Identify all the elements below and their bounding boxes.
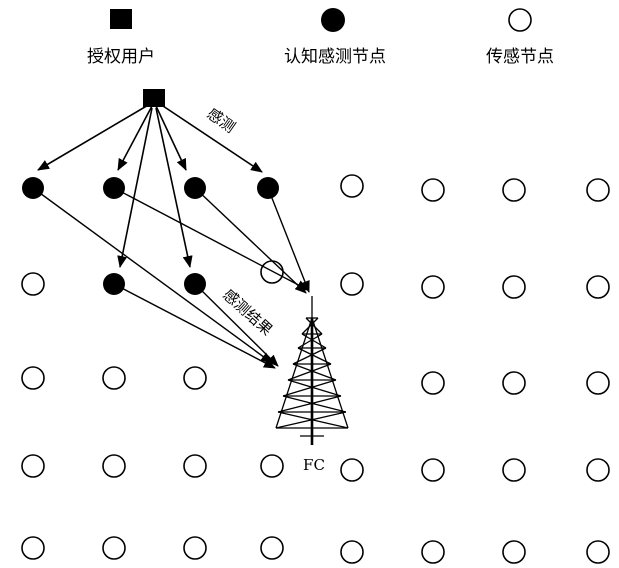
sensor-node — [586, 275, 610, 299]
sensing-arrow — [159, 103, 263, 173]
sensor-node — [183, 454, 207, 478]
sensor-node — [502, 540, 526, 564]
sensor-node — [340, 174, 364, 198]
sensor-node — [502, 371, 526, 395]
sensing-arrow — [155, 107, 193, 268]
sensor-node — [502, 275, 526, 299]
sensor-node-grid — [21, 174, 610, 564]
sensor-node — [421, 458, 445, 482]
cognitive-node — [257, 177, 279, 199]
fusion-center-tower-icon — [275, 296, 349, 445]
legend-sensor-node-label: 传感节点 — [486, 47, 554, 67]
cognitive-node — [184, 273, 206, 295]
sensor-node — [586, 458, 610, 482]
sensor-node — [586, 540, 610, 564]
sensor-node — [586, 178, 610, 202]
legend-primary-user-label: 授权用户 — [87, 47, 155, 67]
sensor-node — [260, 536, 284, 560]
sensor-node — [421, 540, 445, 564]
cognitive-node — [184, 177, 206, 199]
sensor-node-legend-icon — [508, 8, 532, 32]
result-arrow — [194, 187, 307, 294]
legend: 授权用户 认知感测节点 传感节点 — [87, 8, 554, 67]
sensor-node — [21, 272, 45, 296]
cognitive-node — [103, 273, 125, 295]
sensor-node — [421, 371, 445, 395]
sensing-arrow — [37, 103, 151, 171]
fusion-center-label: FC — [303, 456, 325, 474]
sensor-node — [21, 454, 45, 478]
cognitive-node — [103, 177, 125, 199]
primary-user-legend-icon — [110, 9, 132, 29]
cognitive-node — [22, 177, 44, 199]
result-arrow — [113, 283, 276, 369]
result-arrow — [194, 283, 279, 367]
sensor-node — [340, 540, 364, 564]
sensor-node — [502, 458, 526, 482]
sensor-node — [586, 371, 610, 395]
sensor-node — [102, 454, 126, 478]
result-arrows — [32, 187, 310, 369]
primary-user-node — [143, 89, 165, 107]
sensor-node — [183, 366, 207, 390]
sensing-arrow — [117, 107, 153, 268]
sensor-node — [421, 178, 445, 202]
result-arrow — [32, 187, 273, 364]
sensor-node — [21, 536, 45, 560]
sensing-annotation: 感测 — [204, 105, 239, 137]
cognitive-nodes — [22, 177, 279, 295]
sensor-node — [502, 178, 526, 202]
sensor-node — [102, 536, 126, 560]
sensor-node — [340, 272, 364, 296]
sensor-node — [421, 275, 445, 299]
sensor-node — [260, 260, 284, 284]
sensor-node — [340, 458, 364, 482]
result-arrow — [113, 187, 309, 291]
sensing-arrow — [155, 105, 187, 171]
cognitive-node-legend-icon — [321, 8, 345, 32]
sensor-node — [260, 454, 284, 478]
sensing-arrow — [117, 105, 153, 171]
result-arrow — [267, 187, 310, 293]
sensor-node — [21, 366, 45, 390]
sensing-arrows — [37, 103, 263, 268]
legend-cognitive-node-label: 认知感测节点 — [284, 47, 386, 67]
sensor-node — [102, 366, 126, 390]
sensor-node — [183, 536, 207, 560]
